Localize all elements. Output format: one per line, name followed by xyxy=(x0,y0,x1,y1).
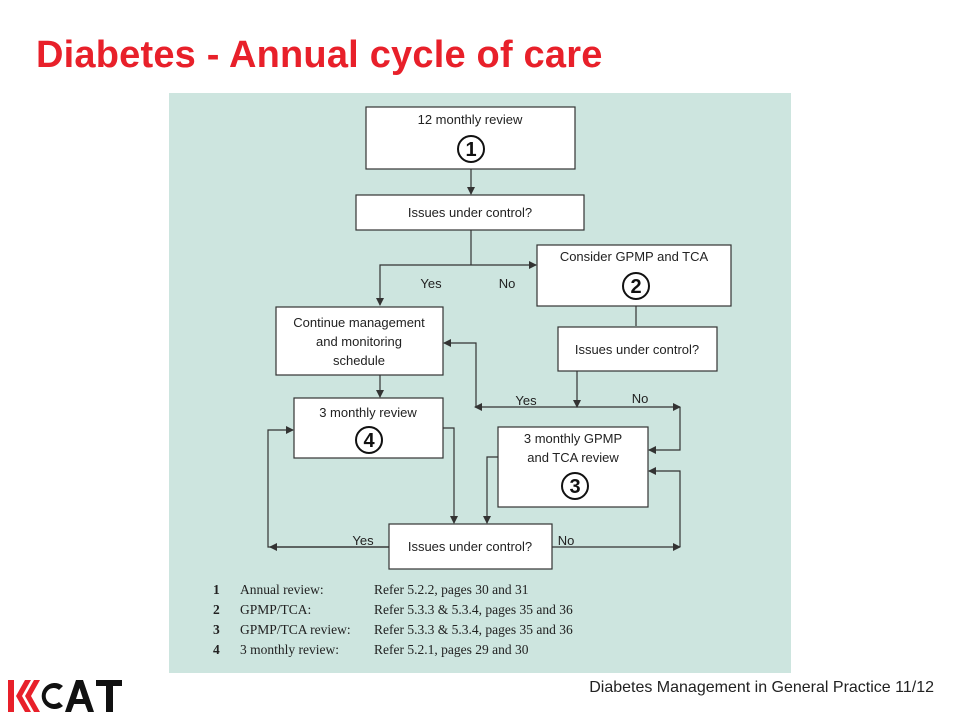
node-continue-line3: schedule xyxy=(333,353,385,368)
legend-label: Annual review: xyxy=(240,582,324,597)
legend-reference: Refer 5.2.2, pages 30 and 31 xyxy=(374,582,529,597)
legend-reference: Refer 5.3.3 & 5.3.4, pages 35 and 36 xyxy=(374,622,573,637)
flow-connectors xyxy=(267,169,681,551)
legend-row: 1 Annual review: Refer 5.2.2, pages 30 a… xyxy=(213,580,573,600)
step-legend: 1 Annual review: Refer 5.2.2, pages 30 a… xyxy=(213,580,573,660)
step-number-2: 2 xyxy=(630,276,641,298)
legend-number: 3 xyxy=(213,622,220,637)
edge-label-yes-2: Yes xyxy=(515,393,537,408)
kcat-logo xyxy=(8,680,122,712)
legend-row: 3 GPMP/TCA review: Refer 5.3.3 & 5.3.4, … xyxy=(213,620,573,640)
node-12-monthly-review: 12 monthly review 1 xyxy=(365,106,576,170)
node-3-monthly-gpmp-review: 3 monthly GPMP and TCA review 3 xyxy=(497,426,649,508)
node-question-2: Issues under control? xyxy=(557,326,718,372)
legend-number: 2 xyxy=(213,602,220,617)
node-12-monthly-review-label: 12 monthly review xyxy=(418,112,523,127)
edge-label-no-1: No xyxy=(499,276,516,291)
node-consider-gpmp: Consider GPMP and TCA 2 xyxy=(536,244,732,307)
legend-label: GPMP/TCA review: xyxy=(240,622,351,637)
legend-number: 1 xyxy=(213,582,220,597)
node-question-3-label: Issues under control? xyxy=(408,539,532,554)
node-consider-gpmp-label: Consider GPMP and TCA xyxy=(560,249,709,264)
edge-label-no-2: No xyxy=(632,391,649,406)
slide-footer: Diabetes Management in General Practice … xyxy=(589,679,934,696)
node-question-1: Issues under control? xyxy=(355,194,585,231)
flowchart-panel xyxy=(169,93,791,673)
node-3-monthly-review-label: 3 monthly review xyxy=(319,405,417,420)
step-number-1: 1 xyxy=(465,139,476,161)
slide-title: Diabetes - Annual cycle of care xyxy=(36,34,603,76)
legend-reference: Refer 5.3.3 & 5.3.4, pages 35 and 36 xyxy=(374,602,573,617)
legend-reference: Refer 5.2.1, pages 29 and 30 xyxy=(374,642,529,657)
edge-label-yes-1: Yes xyxy=(420,276,442,291)
node-3-monthly-review: 3 monthly review 4 xyxy=(293,397,444,459)
edge-label-yes-3: Yes xyxy=(352,533,374,548)
node-continue-line1: Continue management xyxy=(293,315,425,330)
node-continue-management: Continue management and monitoring sched… xyxy=(275,306,444,376)
step-number-3: 3 xyxy=(569,476,580,498)
node-gpmp-review-line1: 3 monthly GPMP xyxy=(524,431,622,446)
legend-label: 3 monthly review: xyxy=(240,642,339,657)
node-continue-line2: and monitoring xyxy=(316,334,402,349)
legend-label: GPMP/TCA: xyxy=(240,602,312,617)
legend-number: 4 xyxy=(213,642,220,657)
edge-label-no-3: No xyxy=(558,533,575,548)
legend-row: 2 GPMP/TCA: Refer 5.3.3 & 5.3.4, pages 3… xyxy=(213,600,573,620)
cycle-of-care-flowchart: 12 monthly review 1 Issues under control… xyxy=(267,106,732,570)
node-gpmp-review-line2: and TCA review xyxy=(527,450,619,465)
node-question-3: Issues under control? xyxy=(388,523,553,570)
legend-row: 4 3 monthly review: Refer 5.2.1, pages 2… xyxy=(213,640,573,660)
node-question-2-label: Issues under control? xyxy=(575,342,699,357)
node-question-1-label: Issues under control? xyxy=(408,205,532,220)
step-number-4: 4 xyxy=(363,430,375,452)
